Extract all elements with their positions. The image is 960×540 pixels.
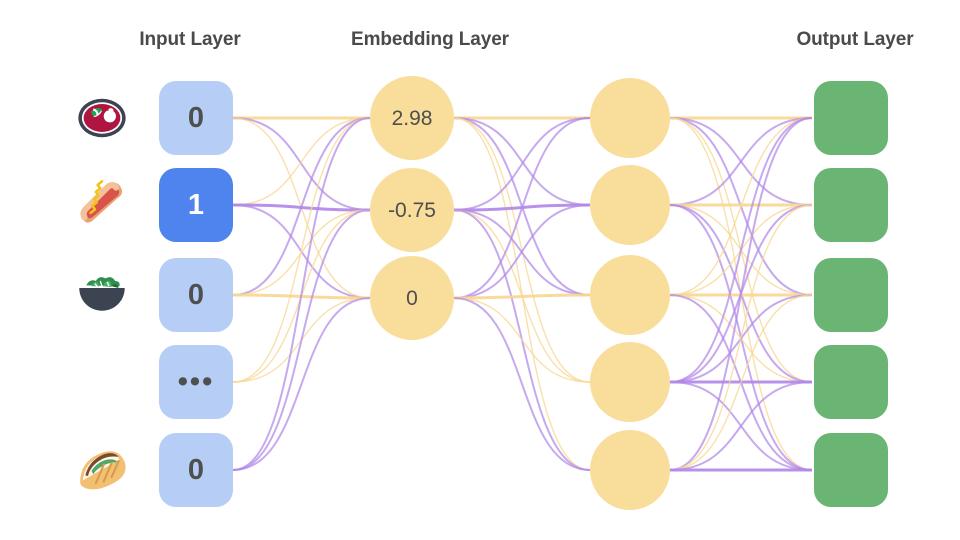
output-node-box[interactable] bbox=[814, 433, 888, 507]
embedding-node-value: 2.98 bbox=[391, 106, 433, 130]
input-node-box[interactable]: 0 bbox=[159, 81, 233, 155]
hidden-node[interactable] bbox=[590, 78, 670, 158]
input-node-value: 1 bbox=[187, 188, 205, 221]
edge bbox=[232, 117, 371, 206]
embedding-node[interactable]: 0 bbox=[370, 256, 454, 340]
input-node-box[interactable]: 1 bbox=[159, 168, 233, 242]
input-node-value: 0 bbox=[187, 278, 205, 311]
edge bbox=[669, 294, 813, 471]
input-node-value: ••• bbox=[177, 365, 215, 398]
embedding-node[interactable]: -0.75 bbox=[370, 168, 454, 252]
edge bbox=[232, 117, 371, 211]
hidden-node[interactable] bbox=[590, 165, 670, 245]
cut-of-meat-emoji bbox=[74, 90, 130, 146]
hidden-node[interactable] bbox=[590, 342, 670, 422]
output-node-box[interactable] bbox=[814, 168, 888, 242]
taco-emoji bbox=[74, 442, 130, 498]
edge bbox=[232, 297, 371, 471]
edge bbox=[669, 204, 813, 471]
layer-title: Embedding Layer bbox=[351, 29, 509, 50]
output-node-box[interactable] bbox=[814, 81, 888, 155]
hidden-node[interactable] bbox=[590, 430, 670, 510]
embedding-node-value: -0.75 bbox=[388, 198, 436, 222]
edge bbox=[669, 381, 813, 471]
green-salad-emoji bbox=[74, 267, 130, 323]
embedding-node-value: 0 bbox=[406, 286, 418, 310]
edge bbox=[453, 117, 591, 299]
layer-title: Output Layer bbox=[796, 29, 914, 50]
input-node-value: 0 bbox=[187, 101, 205, 134]
edge bbox=[453, 297, 591, 383]
hot-dog-emoji bbox=[74, 177, 130, 233]
output-node-box[interactable] bbox=[814, 258, 888, 332]
edge bbox=[232, 117, 371, 471]
layer-title: Input Layer bbox=[139, 29, 241, 50]
embedding-node[interactable]: 2.98 bbox=[370, 76, 454, 160]
input-node-box[interactable]: 0 bbox=[159, 433, 233, 507]
edge bbox=[232, 117, 371, 383]
hidden-node[interactable] bbox=[590, 255, 670, 335]
edge bbox=[669, 117, 813, 296]
edge bbox=[232, 117, 371, 296]
edge bbox=[669, 117, 813, 383]
input-node-box[interactable]: 0 bbox=[159, 258, 233, 332]
edge bbox=[453, 117, 591, 211]
input-node-box[interactable]: ••• bbox=[159, 345, 233, 419]
edge bbox=[669, 117, 813, 471]
edge bbox=[232, 209, 371, 471]
edge bbox=[453, 117, 591, 206]
input-node-value: 0 bbox=[187, 453, 205, 486]
output-node-box[interactable] bbox=[814, 345, 888, 419]
edge bbox=[669, 117, 813, 206]
edge bbox=[453, 293, 591, 300]
edge bbox=[453, 297, 591, 471]
edge bbox=[453, 204, 591, 299]
